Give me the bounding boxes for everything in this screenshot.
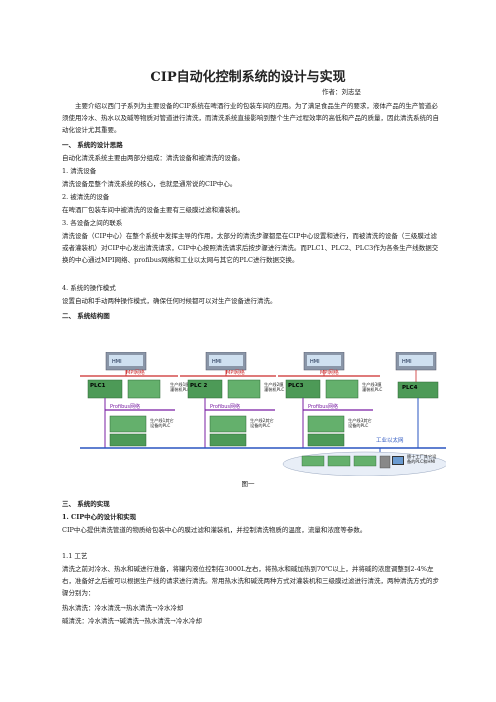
item3-text: 清洗设备（CIP中心）在整个系统中发挥主导的作用，太部分的清洗步骤都是在CIP中…: [62, 232, 439, 265]
mpi-network-2: MPI网络: [180, 369, 276, 377]
line3-plc-label: 生产线3膜灌装机PLC: [362, 381, 382, 393]
system-structure-diagram: HMI HMI HMI HMI MPI网络: [80, 352, 446, 476]
item4-heading: 4. 系统的操作模式: [62, 284, 116, 292]
other-plc-label-3: 生产线3其它设备的PLC: [348, 417, 372, 429]
svg-text:Profibus网络: Profibus网络: [110, 403, 140, 410]
item3-1-heading: 1. CIP中心的设计和实现: [62, 513, 137, 521]
svg-text:HMI: HMI: [212, 359, 222, 365]
svg-text:工业以太网: 工业以太网: [376, 436, 404, 444]
mpi-network-3: MPI网络: [278, 369, 380, 377]
svg-text:HMI: HMI: [310, 359, 320, 365]
intro-paragraph: 主要介绍以西门子系列为主要设备的CIP系统在啤酒行业的包装车间的应用。为了满足食…: [62, 102, 439, 135]
factory-equipment-label: 酿十工厂其它设备的PLC和HMI: [407, 453, 437, 465]
hmi-panel: HMI: [395, 352, 437, 371]
item3-heading: 3. 各设备之间的联系: [62, 219, 123, 227]
svg-text:MPI网络: MPI网络: [320, 369, 339, 376]
plc-rack-2: PLC 2: [187, 379, 261, 399]
doc-title: CIP自动化控制系统的设计与实现: [150, 70, 346, 85]
plc-rack-1: PLC1: [87, 379, 161, 399]
other-plc-3: [307, 415, 345, 447]
other-plc-label-1: 生产线1其它设备的PLC: [150, 417, 174, 429]
figure-caption: 图一: [241, 480, 255, 488]
plc-rack-4: PLC4: [397, 381, 439, 399]
doc-author: 作者：刘志坚: [322, 88, 361, 96]
hmi-panel: HMI: [303, 352, 345, 371]
svg-text:PLC1: PLC1: [90, 383, 106, 389]
mpi-network-1: MPI网络: [80, 369, 178, 377]
line1-plc-label: 生产线1膜灌装机PLC: [170, 381, 190, 393]
hmi-panel: HMI: [105, 352, 147, 371]
item4-text: 设置自动和手动两种操作模式，确保任何时候都可以对生产设备进行清洗。: [62, 297, 277, 305]
svg-text:PLC3: PLC3: [288, 383, 304, 389]
profibus-network-2: Profibus网络: [205, 403, 275, 411]
item3-1-text: CIP中心提供清洗管道的物质给包装中心的膜过滤和灌装机，并控制清洗物质的温度，流…: [62, 526, 367, 534]
item1-text: 清洗设备是整个清洗系统的核心，也就是通常说的CIP中心。: [62, 180, 237, 188]
svg-text:MPI网络: MPI网络: [126, 369, 145, 376]
section3-heading: 三、 系统的实现: [62, 500, 110, 508]
line2-plc-label: 生产线2膜灌装机PLC: [264, 381, 284, 393]
item2-heading: 2. 被清洗的设备: [62, 193, 110, 201]
svg-text:PLC 2: PLC 2: [190, 383, 207, 389]
item2-text: 在啤酒厂包装车间中被清洗的设备主要有三级膜过滤和灌装机。: [62, 206, 244, 214]
profibus-network-1: Profibus网络: [105, 403, 175, 411]
other-plc-1: [109, 415, 147, 447]
section2-heading: 二、 系统结构图: [62, 312, 110, 320]
section1-heading: 一、 系统的设计思路: [62, 141, 123, 149]
svg-text:Profibus网络: Profibus网络: [308, 403, 338, 410]
svg-text:Profibus网络: Profibus网络: [210, 403, 240, 410]
other-plc-2: [209, 415, 247, 447]
factory-equipment-cluster: [282, 451, 446, 476]
item1-heading: 1. 清洗设备: [62, 167, 97, 175]
svg-text:MPI网络: MPI网络: [226, 369, 245, 376]
svg-text:HMI: HMI: [402, 359, 412, 365]
plc-rack-3: PLC3: [285, 379, 359, 399]
svg-text:PLC4: PLC4: [402, 385, 418, 391]
alkali-steps: 碱清洗：冷水清洗→碱清洗→热水清洗→冷水冷却: [62, 617, 202, 625]
svg-text:HMI: HMI: [112, 359, 122, 365]
item3-1-1-text: 清洗之前对冷水、热水和碱进行准备，将罐内液位控制在3000L左右，将热水和碱加热…: [62, 565, 439, 598]
other-plc-label-2: 生产线2其它设备的PLC: [250, 417, 274, 429]
hmi-panel: HMI: [205, 352, 247, 371]
item3-1-1-heading: 1.1 工艺: [62, 552, 88, 560]
profibus-network-3: Profibus网络: [303, 403, 373, 411]
hot-water-steps: 热水清洗：冷水清洗→热水清洗→冷水冷却: [62, 604, 184, 612]
profibus-links: [104, 398, 304, 448]
section1-text: 自动化清洗系统主要由两部分组成：清洗设备和被清洗的设备。: [62, 154, 244, 162]
